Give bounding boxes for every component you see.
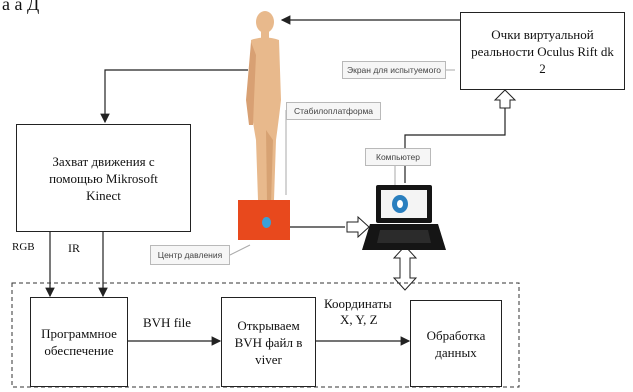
rgb-label: RGB <box>12 241 35 253</box>
stabiloplatform-callout: Стабилоплатформа <box>286 102 381 120</box>
motion-capture-box: Захват движения с помощью Mikrosoft Kine… <box>16 124 191 232</box>
processing-box: Обработка данных <box>410 300 502 387</box>
ir-label: IR <box>68 241 80 255</box>
leader-pressure <box>229 244 251 256</box>
coordinates-label: Координаты <box>324 296 392 311</box>
pressure-center-dot <box>262 217 271 228</box>
bvh-file-label: BVH file <box>143 315 192 330</box>
pressure-center-callout: Центр давления <box>150 245 230 265</box>
vr-glasses-box: Очки виртуальной реальности Oculus Rift … <box>460 12 625 90</box>
screen-callout: Экран для испытуемого <box>342 61 446 79</box>
software-region-dashed <box>11 282 520 388</box>
open-bvh-box: Открываем BVH файл в viver <box>221 297 316 387</box>
arrow-person-to-capture <box>100 69 248 124</box>
coordinates-xyz-label: X, Y, Z <box>340 312 378 327</box>
computer-callout: Компьютер <box>365 148 431 166</box>
software-box: Программное обеспечение <box>30 297 128 387</box>
header-fragment: а а Д <box>2 0 40 14</box>
hollow-arrow-right <box>346 215 370 239</box>
hollow-arrow-updown <box>392 245 418 291</box>
hollow-arrow-up <box>493 89 517 109</box>
